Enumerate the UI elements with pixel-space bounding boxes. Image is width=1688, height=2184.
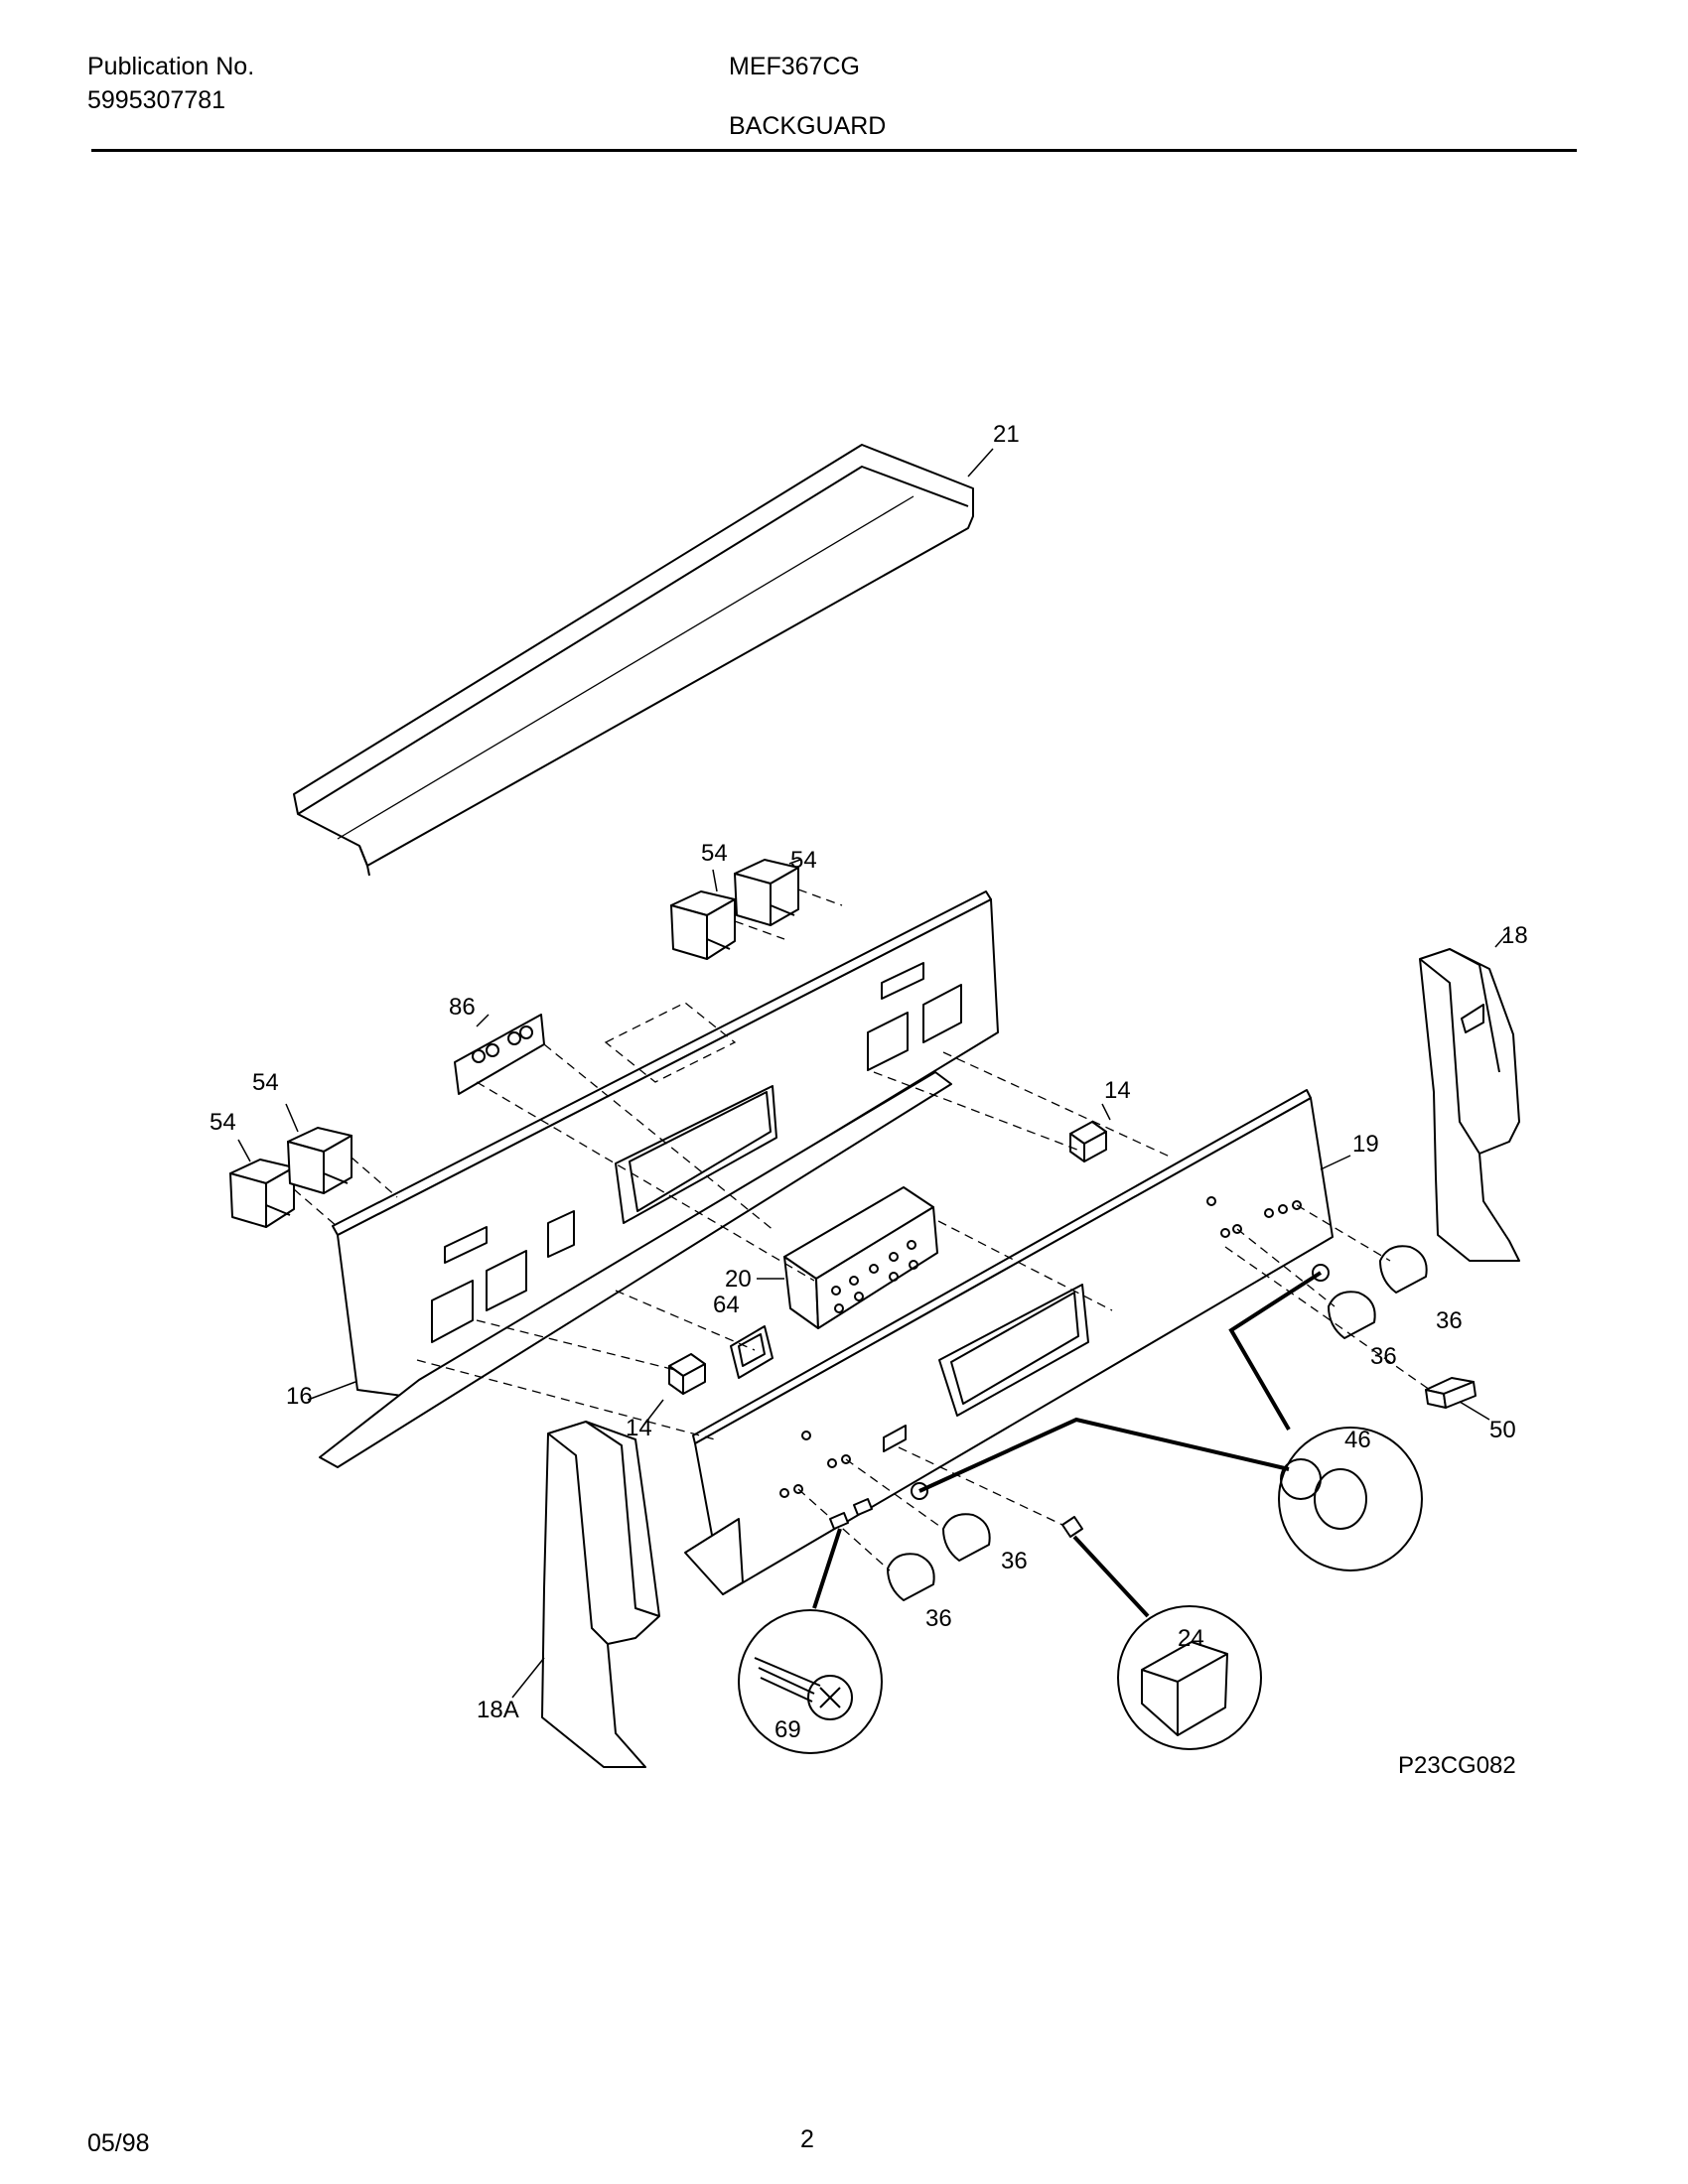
callout-14-upper: 14 — [1104, 1077, 1131, 1104]
part-20-electronic-control — [757, 1186, 938, 1329]
part-21-top-trim — [293, 444, 994, 877]
callout-46: 46 — [1344, 1427, 1371, 1453]
part-86-board — [454, 1014, 545, 1095]
footer-page-number: 2 — [800, 2125, 814, 2153]
part-64-lens — [730, 1325, 774, 1379]
part-36-knob-c — [942, 1513, 991, 1562]
footer-date: 05/98 — [87, 2129, 150, 2157]
publication-label: Publication No. — [87, 53, 255, 80]
callout-18a: 18A — [477, 1697, 519, 1723]
part-36-knob-a — [1379, 1245, 1428, 1294]
callout-18: 18 — [1501, 922, 1528, 949]
callout-86: 86 — [449, 994, 476, 1021]
part-54-switch-upper-right — [734, 859, 799, 926]
callout-69: 69 — [774, 1716, 801, 1743]
callout-21: 21 — [993, 421, 1020, 448]
callout-54-left-a: 54 — [252, 1069, 279, 1096]
part-50-insert — [1425, 1377, 1490, 1421]
detail-46-pushbutton — [918, 1271, 1423, 1571]
part-19-front-panel — [684, 1089, 1351, 1595]
callout-50: 50 — [1489, 1417, 1516, 1443]
callout-20: 20 — [725, 1266, 752, 1293]
part-36-knob-b — [1328, 1291, 1376, 1339]
callout-64: 64 — [713, 1292, 740, 1318]
callout-36-c: 36 — [1001, 1548, 1028, 1574]
callout-16: 16 — [286, 1383, 313, 1410]
callout-54-left-b: 54 — [210, 1109, 236, 1136]
model-number: MEF367CG — [729, 53, 860, 80]
callout-36-a: 36 — [1436, 1307, 1463, 1334]
callout-36-d: 36 — [925, 1605, 952, 1632]
callout-19: 19 — [1352, 1131, 1379, 1158]
part-54-switch-lower-left — [229, 1159, 295, 1228]
detail-24-rocker-switch — [1072, 1535, 1262, 1750]
publication-number: 5995307781 — [87, 86, 226, 114]
callout-54-upper-left: 54 — [701, 840, 728, 867]
part-18a-left-endcap — [511, 1421, 660, 1768]
section-title: BACKGUARD — [729, 112, 887, 140]
header-rule — [91, 149, 1577, 152]
callout-14-lower: 14 — [626, 1415, 652, 1441]
callout-36-b: 36 — [1370, 1343, 1397, 1370]
callout-24: 24 — [1178, 1625, 1204, 1652]
part-14-switch-lower — [642, 1353, 706, 1427]
part-18-right-endcap — [1419, 930, 1520, 1262]
part-36-knob-d — [887, 1553, 935, 1601]
part-14-switch-upper — [1069, 1103, 1111, 1162]
detail-69-screw — [738, 1528, 883, 1754]
callout-54-upper-right: 54 — [790, 847, 817, 874]
assembly-dashed-lines — [293, 888, 1431, 1571]
figure-code: P23CG082 — [1398, 1752, 1516, 1779]
part-54-switch-upper-left — [670, 890, 736, 960]
part-54-switch-lower-right — [287, 1127, 352, 1194]
